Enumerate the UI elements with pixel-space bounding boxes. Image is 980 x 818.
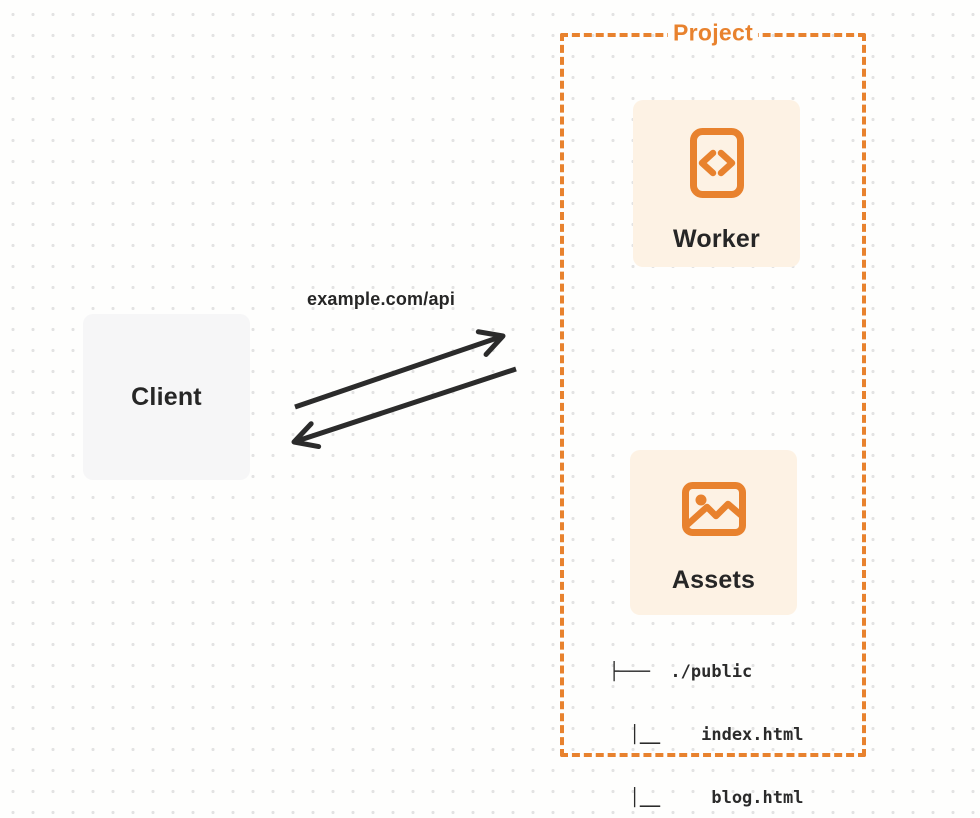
client-node: Client	[83, 314, 250, 480]
request-arrow	[294, 329, 506, 410]
project-label: Project	[667, 19, 759, 47]
file-tree-root: ├─── ./public	[609, 662, 753, 682]
assets-label: Assets	[671, 566, 756, 594]
worker-label: Worker	[673, 225, 760, 253]
assets-node: Assets	[630, 450, 797, 615]
request-url-label: example.com/api	[307, 289, 456, 309]
client-label: Client	[131, 382, 202, 411]
file-tree: ├─── ./public │__ index.html │__ blog.ht…	[609, 620, 803, 818]
project-boundary: Project	[560, 19, 866, 757]
file-tree-item: │__ index.html	[609, 725, 804, 745]
file-tree-item: │__ blog.html	[609, 788, 804, 808]
code-file-icon	[689, 127, 745, 204]
response-arrow	[291, 366, 517, 450]
image-icon	[681, 482, 746, 541]
worker-node: Worker	[633, 100, 800, 267]
